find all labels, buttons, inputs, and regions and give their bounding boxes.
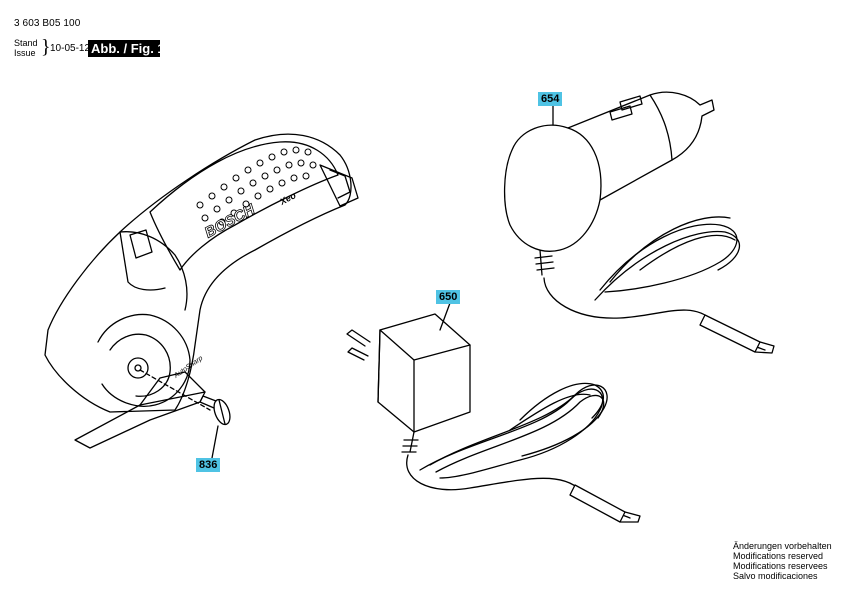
modification-notice: Änderungen vorbehalten Modifications res…	[733, 541, 832, 581]
figure-badge: Abb. / Fig. 1	[88, 40, 160, 57]
grip-dots-pattern	[196, 146, 317, 226]
part-label-836: 836	[196, 458, 221, 472]
car-charger-illustration	[503, 91, 775, 354]
brace-icon: }	[41, 36, 51, 58]
issue-label: Issue	[14, 48, 36, 58]
issue-date: 10-05-12	[50, 43, 91, 54]
part-label-654: 654	[538, 92, 563, 106]
stand-issue-label: Stand Issue	[14, 38, 38, 58]
notice-line-fr: Modifications reservees	[733, 561, 828, 571]
stand-label: Stand	[14, 38, 38, 48]
notice-line-en: Modifications reserved	[733, 551, 824, 561]
notice-line-es: Salvo modificaciones	[733, 571, 818, 581]
cutter-tool-illustration	[44, 133, 359, 449]
part-label-650: 650	[436, 290, 461, 304]
document-number: 3 603 B05 100	[14, 18, 81, 29]
wall-adapter-illustration	[346, 313, 641, 523]
notice-line-de: Änderungen vorbehalten	[733, 541, 832, 551]
